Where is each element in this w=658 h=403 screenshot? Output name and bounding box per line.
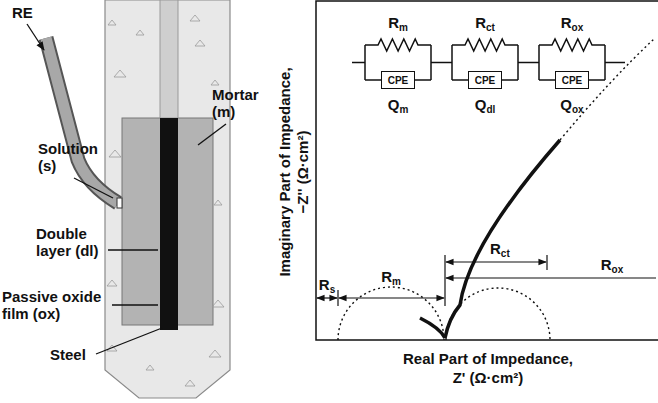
plot-frame bbox=[316, 1, 658, 340]
axis-title: Real Part of Impedance, bbox=[403, 350, 573, 367]
wire bbox=[502, 79, 518, 81]
cpe-text: CPE bbox=[562, 75, 583, 86]
rox-arrow bbox=[446, 277, 656, 278]
extrapolated-curve bbox=[560, 38, 655, 140]
cpe-box: CPE bbox=[468, 71, 502, 89]
part-label: Mortar (m) bbox=[212, 86, 272, 120]
part-label: Steel bbox=[50, 346, 86, 363]
specimen bbox=[46, 0, 230, 398]
wire bbox=[518, 62, 539, 64]
rct-arrow bbox=[446, 261, 546, 262]
element-label: Qdl bbox=[475, 96, 496, 113]
wire bbox=[451, 45, 453, 80]
aggregate bbox=[146, 365, 154, 370]
wire bbox=[452, 79, 468, 81]
aggregate bbox=[214, 200, 222, 205]
wire bbox=[517, 45, 519, 80]
part-label: Double layer (dl) bbox=[36, 225, 110, 259]
rs-arrow bbox=[317, 297, 337, 298]
concrete-body bbox=[105, 0, 230, 398]
wire bbox=[430, 45, 432, 80]
leader-line bbox=[198, 124, 226, 145]
aggregate bbox=[107, 280, 117, 286]
aggregate bbox=[136, 30, 144, 35]
nyquist-curves bbox=[338, 38, 655, 340]
cpe-box: CPE bbox=[555, 71, 589, 89]
dimension-label: Rs bbox=[319, 276, 335, 293]
resistor-symbol bbox=[539, 39, 605, 51]
leader-line bbox=[96, 328, 162, 354]
wire bbox=[431, 62, 452, 64]
part-label: Passive oxide film (ox) bbox=[2, 288, 114, 322]
cpe-box: CPE bbox=[381, 71, 415, 89]
dimension-label: Rox bbox=[601, 256, 624, 273]
wire bbox=[539, 79, 555, 81]
resistor-symbol bbox=[365, 39, 431, 51]
rm-arrow bbox=[339, 297, 444, 298]
wire bbox=[365, 79, 381, 81]
leader-line bbox=[74, 178, 113, 198]
element-label: Rm bbox=[388, 14, 408, 31]
axis-title: −Z'' (Ω·cm²) bbox=[294, 131, 311, 214]
wire bbox=[538, 45, 540, 80]
aggregate bbox=[109, 150, 121, 157]
dimension-label: Rct bbox=[490, 240, 510, 257]
re-tip bbox=[117, 198, 122, 208]
steel-bar bbox=[160, 118, 178, 330]
aggregate bbox=[195, 40, 205, 46]
element-label: Rct bbox=[475, 14, 495, 31]
aggregate-texture bbox=[107, 15, 224, 386]
rm-semicircle bbox=[338, 287, 444, 340]
aggregate bbox=[108, 20, 116, 25]
aggregate bbox=[209, 350, 221, 357]
cpe-text: CPE bbox=[388, 75, 409, 86]
re-tube-outline bbox=[46, 38, 118, 203]
axis-title: Imaginary Part of Impedance, bbox=[276, 67, 293, 276]
cpe-text: CPE bbox=[475, 75, 496, 86]
wire bbox=[364, 45, 366, 80]
wire bbox=[589, 79, 605, 81]
leader-line bbox=[27, 24, 44, 50]
wire bbox=[352, 62, 365, 64]
leader-line bbox=[112, 304, 158, 305]
aggregate bbox=[190, 15, 200, 21]
leader-line bbox=[108, 249, 158, 250]
measured-curve bbox=[420, 318, 445, 338]
tick bbox=[444, 255, 445, 306]
dimension-label: Rm bbox=[381, 268, 401, 285]
aggregate bbox=[185, 380, 195, 386]
tick bbox=[546, 255, 547, 270]
wire bbox=[604, 45, 606, 80]
wire bbox=[415, 79, 431, 81]
aggregate bbox=[212, 300, 224, 307]
element-label: Rox bbox=[561, 14, 584, 31]
element-label: Qm bbox=[388, 96, 409, 113]
element-label: Qox bbox=[560, 96, 583, 113]
re-tube bbox=[46, 38, 118, 203]
tick bbox=[337, 290, 338, 306]
aggregate bbox=[114, 70, 126, 77]
axis-title: Z' (Ω·cm²) bbox=[453, 369, 524, 386]
re-label: RE bbox=[12, 4, 33, 21]
measured-curve bbox=[445, 140, 560, 338]
dimension-arrows bbox=[317, 255, 656, 306]
aggregate bbox=[211, 80, 219, 85]
part-label: Solution (s) bbox=[38, 140, 110, 174]
wire bbox=[605, 62, 625, 64]
resistor-symbol bbox=[452, 39, 518, 51]
bar-top bbox=[160, 0, 178, 118]
